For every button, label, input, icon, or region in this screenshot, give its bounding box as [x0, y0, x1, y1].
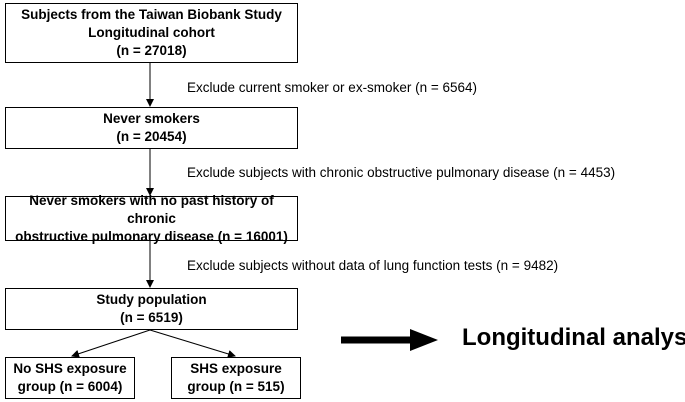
longitudinal-analysis-label: Longitudinal analysis [462, 324, 685, 351]
never-smokers-count: (n = 20454) [116, 129, 187, 144]
arrow-study-to-shs [149, 329, 236, 358]
cohort-count: (n = 27018) [116, 43, 187, 58]
cohort-subtitle: Longitudinal cohort [88, 25, 215, 40]
big-arrow-head [410, 329, 438, 351]
exclusion-lung-data-note: Exclude subjects without data of lung fu… [187, 258, 559, 273]
arrow-study-to-noshs [71, 329, 151, 358]
shs-line2: group (n = 515) [187, 379, 285, 394]
cohort-title: Subjects from the Taiwan Biobank Study [21, 7, 282, 22]
never-smokers-title: Never smokers [103, 111, 200, 126]
no-shs-line1: No SHS exposure [13, 361, 127, 376]
study-population-title: Study population [96, 292, 207, 307]
shs-line1: SHS exposure [190, 361, 282, 376]
shs-group-box: SHS exposure group (n = 515) [171, 357, 301, 399]
no-copd-line1: Never smokers with no past history of ch… [29, 192, 274, 226]
cohort-box: Subjects from the Taiwan Biobank Study L… [5, 3, 298, 63]
study-population-box: Study population (n = 6519) [5, 288, 298, 330]
no-copd-line2: obstructive pulmonary disease (n = 16001… [15, 228, 288, 244]
no-shs-line2: group (n = 6004) [17, 379, 123, 394]
no-copd-box: Never smokers with no past history of ch… [5, 193, 298, 244]
study-population-count: (n = 6519) [120, 310, 183, 325]
never-smokers-box: Never smokers (n = 20454) [5, 107, 298, 149]
exclusion-copd-note: Exclude subjects with chronic obstructiv… [187, 165, 616, 180]
no-shs-group-box: No SHS exposure group (n = 6004) [5, 357, 135, 399]
exclusion-smokers-note: Exclude current smoker or ex-smoker (n =… [187, 80, 477, 95]
